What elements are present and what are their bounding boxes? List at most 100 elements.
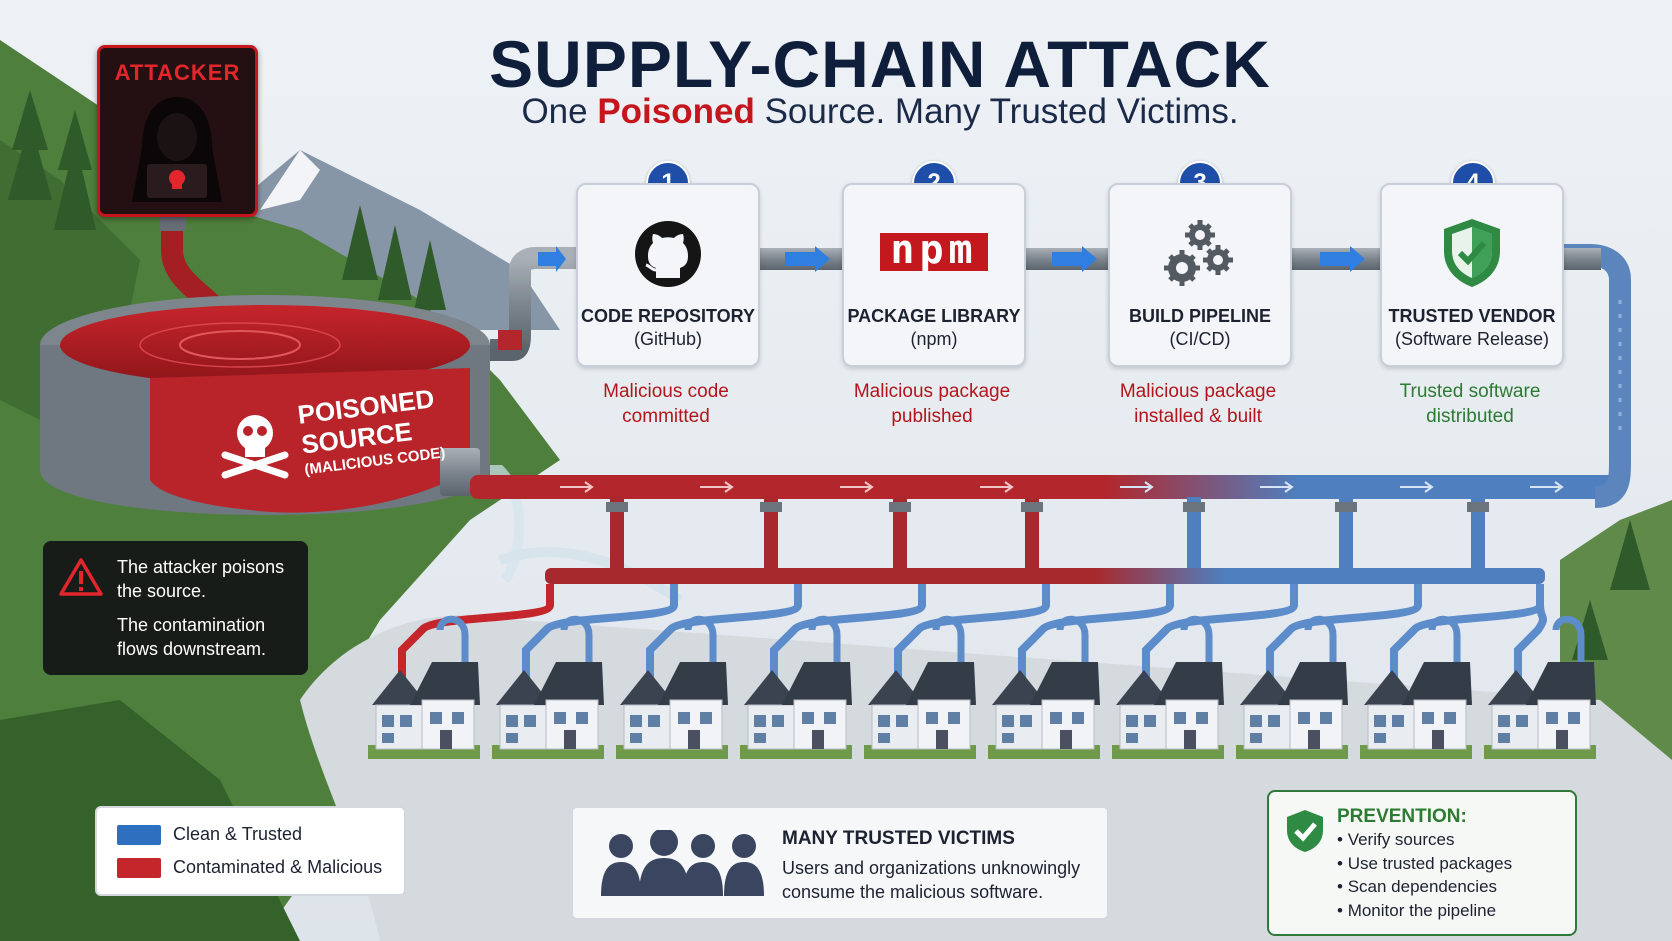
stage-caption-4-line2: distributed bbox=[1426, 406, 1514, 427]
feeder-pipe bbox=[893, 497, 907, 573]
subtitle-prefix: One bbox=[521, 92, 598, 131]
feeder-pipe bbox=[1471, 497, 1485, 573]
npm-logo-text: npm bbox=[890, 227, 978, 273]
alert-line1: The attacker poisons bbox=[117, 557, 285, 577]
alert-line4: flows downstream. bbox=[117, 639, 267, 659]
page-title: SUPPLY-CHAIN ATTACK bbox=[489, 27, 1271, 101]
house-supply-pipe bbox=[522, 584, 678, 720]
subtitle-highlight: Poisoned bbox=[597, 92, 755, 131]
stage-card-build-pipeline: BUILD PIPELINE (CI/CD) bbox=[1108, 183, 1292, 367]
main-supply-pipe bbox=[470, 475, 1620, 499]
feeder-coupling bbox=[889, 502, 911, 512]
stage-caption-1-line2: committed bbox=[622, 406, 710, 427]
house-supply-pipe bbox=[894, 584, 1050, 720]
stage-caption-2-line1: Malicious package bbox=[853, 381, 1011, 402]
house-return-pipe bbox=[808, 615, 841, 740]
house-supply-pipe bbox=[646, 584, 802, 720]
attacker-panel: ATTACKER bbox=[97, 45, 258, 217]
stage-sub-1: (GitHub) bbox=[633, 329, 702, 349]
house-return-pipe bbox=[436, 615, 469, 740]
house-pipes bbox=[398, 584, 1585, 740]
subtitle-suffix: Source. Many Trusted Victims. bbox=[754, 92, 1239, 131]
poisoned-source-label: POISONED SOURCE (MALICIOUS CODE) bbox=[296, 383, 447, 482]
prevention-item: Verify sources bbox=[1337, 828, 1512, 852]
house-return-pipe bbox=[1552, 615, 1585, 740]
house-return-pipe bbox=[1428, 615, 1461, 740]
page-subtitle: One Poisoned Source. Many Trusted Victim… bbox=[0, 92, 1672, 132]
victim-house bbox=[492, 662, 604, 759]
stage-caption-3-line1: Malicious package bbox=[1119, 381, 1277, 402]
feeder-coupling bbox=[1183, 502, 1205, 512]
house-return-pipe bbox=[932, 615, 965, 740]
alert-line3: The contamination bbox=[117, 615, 266, 635]
stage-name-2: PACKAGE LIBRARY bbox=[847, 306, 1021, 326]
legend-swatch-clean bbox=[117, 825, 161, 845]
house-supply-pipe bbox=[398, 584, 554, 720]
alert-line2: the source. bbox=[117, 581, 207, 601]
prevention-panel: PREVENTION: Verify sources Use trusted p… bbox=[1267, 790, 1577, 936]
legend-label-clean: Clean & Trusted bbox=[173, 824, 303, 844]
prevention-item: Use trusted packages bbox=[1337, 852, 1512, 876]
victims-heading: MANY TRUSTED VICTIMS bbox=[782, 828, 1015, 849]
stage-sub-2: (npm) bbox=[910, 329, 958, 349]
stage-caption-1: Malicious code committed bbox=[556, 379, 776, 429]
victim-houses bbox=[368, 662, 1596, 759]
victim-house bbox=[616, 662, 728, 759]
victim-house bbox=[988, 662, 1100, 759]
legend-swatch-contaminated bbox=[117, 858, 161, 878]
feeder-coupling bbox=[1021, 502, 1043, 512]
feeder-coupling bbox=[760, 502, 782, 512]
feeder-coupling bbox=[1335, 502, 1357, 512]
feeder-pipes bbox=[606, 497, 1489, 573]
victim-house bbox=[1360, 662, 1472, 759]
distribution-pipe bbox=[545, 568, 1545, 584]
feeder-pipe bbox=[764, 497, 778, 573]
house-return-pipe bbox=[684, 615, 717, 740]
stage-card-trusted-vendor: TRUSTED VENDOR (Software Release) bbox=[1380, 183, 1564, 367]
house-return-pipe bbox=[1180, 615, 1213, 740]
stage-caption-3: Malicious package installed & built bbox=[1088, 379, 1308, 429]
stage-card-package-library: npm PACKAGE LIBRARY (npm) bbox=[842, 183, 1026, 367]
stage-name-3: BUILD PIPELINE bbox=[1128, 306, 1271, 326]
victim-house bbox=[1236, 662, 1348, 759]
shield-icon bbox=[1444, 219, 1500, 287]
stage-sub-4: (Software Release) bbox=[1394, 329, 1550, 349]
github-icon bbox=[635, 221, 701, 287]
victim-house bbox=[1112, 662, 1224, 759]
stage-name-4: TRUSTED VENDOR bbox=[1388, 306, 1556, 326]
legend-label-contaminated: Contaminated & Malicious bbox=[173, 857, 383, 877]
stage-card-code-repository: CODE REPOSITORY (GitHub) bbox=[576, 183, 760, 367]
prevention-heading: PREVENTION: bbox=[1337, 806, 1467, 827]
check-shield-icon bbox=[1287, 810, 1323, 852]
alert-box: The attacker poisons the source. The con… bbox=[43, 541, 308, 675]
poisoned-source-tank bbox=[40, 295, 490, 515]
hooded-hacker-icon bbox=[132, 97, 222, 202]
stage-caption-2-line2: published bbox=[891, 406, 973, 427]
stage-connectors bbox=[538, 246, 1601, 272]
stage-caption-4: Trusted software distributed bbox=[1360, 379, 1580, 429]
house-supply-pipe bbox=[770, 584, 926, 720]
victim-house bbox=[864, 662, 976, 759]
legend: Clean & Trusted Contaminated & Malicious bbox=[95, 806, 406, 896]
house-supply-pipe bbox=[1018, 584, 1174, 720]
victims-panel: MANY TRUSTED VICTIMS Users and organizat… bbox=[571, 806, 1109, 920]
people-group-icon bbox=[601, 830, 764, 896]
house-return-pipe bbox=[1056, 615, 1089, 740]
feeder-coupling bbox=[606, 502, 628, 512]
victim-house bbox=[1484, 662, 1596, 759]
stage-caption-4-line1: Trusted software bbox=[1399, 381, 1541, 402]
feeder-pipe bbox=[1025, 497, 1039, 573]
stage-caption-1-line1: Malicious code bbox=[603, 381, 729, 402]
stage-caption-2: Malicious package published bbox=[822, 379, 1042, 429]
house-supply-pipe bbox=[1514, 584, 1547, 720]
feeder-pipe bbox=[1187, 497, 1201, 573]
stage-name-1: CODE REPOSITORY bbox=[580, 306, 756, 326]
prevention-list: Verify sources Use trusted packages Scan… bbox=[1337, 828, 1512, 922]
feeder-pipe bbox=[610, 497, 624, 573]
feeder-pipe bbox=[1339, 497, 1353, 573]
feeder-coupling bbox=[1467, 502, 1489, 512]
gears-icon bbox=[1164, 220, 1233, 286]
flow-arrows bbox=[560, 481, 1564, 493]
house-supply-pipe bbox=[1266, 584, 1422, 720]
